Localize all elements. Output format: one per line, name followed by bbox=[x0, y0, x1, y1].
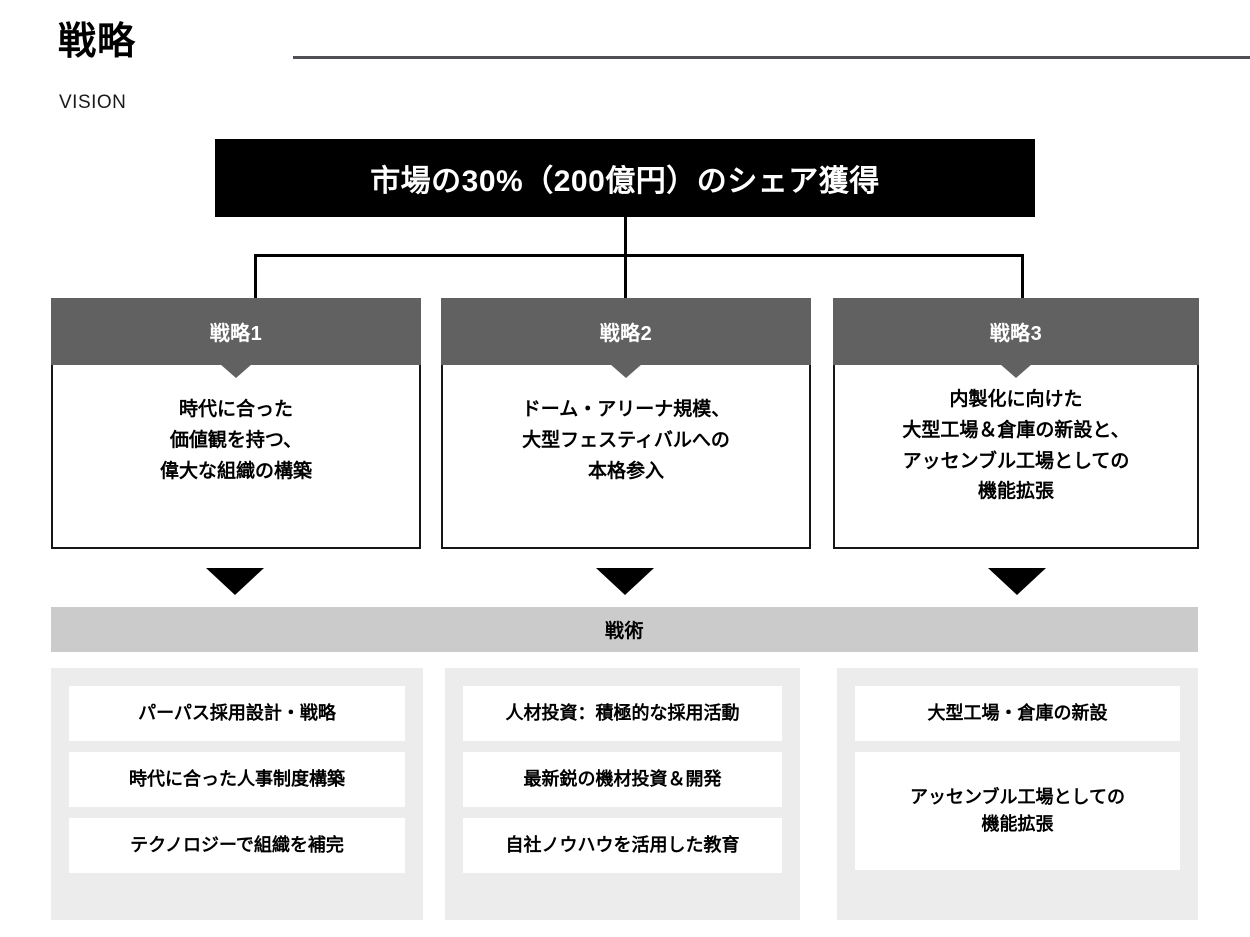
tactic-item: 人材投資：積極的な採用活動 bbox=[463, 686, 782, 741]
tactic-item: 時代に合った人事制度構築 bbox=[69, 752, 405, 807]
chevron-down-icon bbox=[220, 364, 252, 378]
tactic-item: テクノロジーで組織を補完 bbox=[69, 818, 405, 873]
chevron-down-icon bbox=[610, 364, 642, 378]
tactic-item: 大型工場・倉庫の新設 bbox=[855, 686, 1180, 741]
chevron-down-icon bbox=[1000, 364, 1032, 378]
connector-horizontal-bar bbox=[254, 254, 1024, 257]
strategy-1-header: 戦略1 bbox=[51, 298, 421, 378]
goal-banner-label: 市場の30%（200億円）のシェア獲得 bbox=[370, 165, 880, 198]
tactics-panel-1: パーパス採用設計・戦略 時代に合った人事制度構築 テクノロジーで組織を補完 bbox=[51, 668, 423, 920]
strategy-column-1: 戦略1 時代に合った 価値観を持つ、 偉大な組織の構築 bbox=[51, 298, 421, 549]
strategy-3-header: 戦略3 bbox=[833, 298, 1199, 378]
connector-stem-vertical bbox=[624, 217, 627, 299]
strategy-2-header: 戦略2 bbox=[441, 298, 811, 378]
strategy-3-body: 内製化に向けた 大型工場＆倉庫の新設と、 アッセンブル工場としての 機能拡張 bbox=[833, 365, 1199, 549]
page-title: 戦略 bbox=[58, 21, 137, 63]
strategy-3-header-label: 戦略3 bbox=[989, 323, 1043, 345]
strategy-1-body-text: 時代に合った 価値観を持つ、 偉大な組織の構築 bbox=[159, 399, 312, 482]
tactic-item: 最新鋭の機材投資＆開発 bbox=[463, 752, 782, 807]
header-divider-rule bbox=[293, 56, 1250, 59]
strategy-1-body: 時代に合った 価値観を持つ、 偉大な組織の構築 bbox=[51, 365, 421, 549]
strategy-2-body: ドーム・アリーナ規模、 大型フェスティバルへの 本格参入 bbox=[441, 365, 811, 549]
strategy-1-header-label: 戦略1 bbox=[209, 323, 263, 345]
strategy-2-header-label: 戦略2 bbox=[599, 323, 653, 345]
connector-drop-left bbox=[254, 254, 257, 299]
connector-drop-right bbox=[1021, 254, 1024, 299]
arrow-down-icon-2 bbox=[596, 568, 654, 595]
strategy-column-2: 戦略2 ドーム・アリーナ規模、 大型フェスティバルへの 本格参入 bbox=[441, 298, 811, 549]
strategy-3-body-text: 内製化に向けた 大型工場＆倉庫の新設と、 アッセンブル工場としての 機能拡張 bbox=[902, 389, 1130, 503]
tactics-band-label: 戦術 bbox=[604, 621, 644, 642]
strategy-2-body-text: ドーム・アリーナ規模、 大型フェスティバルへの 本格参入 bbox=[521, 399, 731, 482]
strategy-column-3: 戦略3 内製化に向けた 大型工場＆倉庫の新設と、 アッセンブル工場としての 機能… bbox=[833, 298, 1199, 549]
page-subtitle: VISION bbox=[59, 92, 127, 113]
tactics-panel-3: 大型工場・倉庫の新設 アッセンブル工場としての 機能拡張 bbox=[837, 668, 1198, 920]
goal-banner: 市場の30%（200億円）のシェア獲得 bbox=[215, 139, 1035, 217]
arrow-down-icon-3 bbox=[988, 568, 1046, 595]
tactics-panel-2: 人材投資：積極的な採用活動 最新鋭の機材投資＆開発 自社ノウハウを活用した教育 bbox=[445, 668, 800, 920]
tactic-item: 自社ノウハウを活用した教育 bbox=[463, 818, 782, 873]
tactic-item: アッセンブル工場としての 機能拡張 bbox=[855, 752, 1180, 870]
tactics-band: 戦術 bbox=[51, 607, 1198, 652]
tactic-item: パーパス採用設計・戦略 bbox=[69, 686, 405, 741]
arrow-down-icon-1 bbox=[206, 568, 264, 595]
